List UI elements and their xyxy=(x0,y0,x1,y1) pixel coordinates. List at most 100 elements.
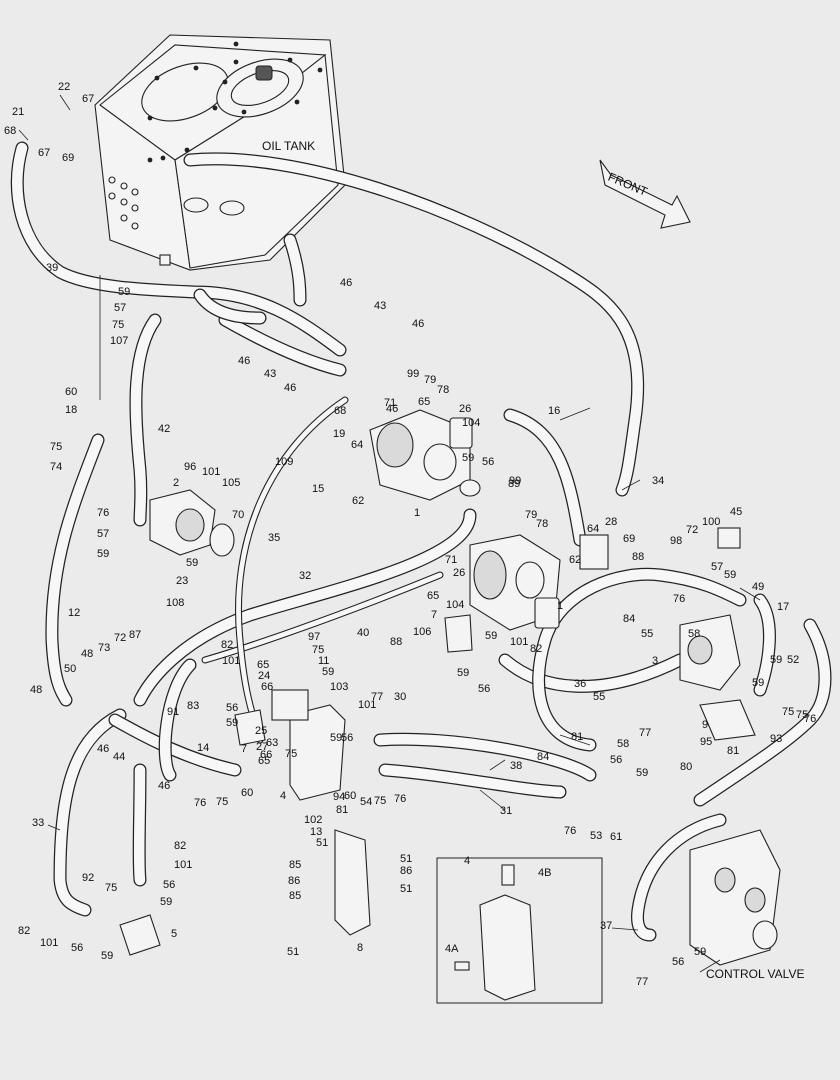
callout-label: 70 xyxy=(232,509,244,521)
block-7 xyxy=(234,709,266,746)
callout-label: 87 xyxy=(129,629,141,641)
callout-label: 69 xyxy=(62,152,74,164)
front-direction-arrow xyxy=(599,159,691,229)
callout-label: 46 xyxy=(340,277,352,289)
callout-label: 46 xyxy=(158,780,170,792)
callout-label: 4B xyxy=(538,867,551,879)
callout-label: 38 xyxy=(510,760,522,772)
callout-label: 108 xyxy=(166,597,184,609)
callout-label: 109 xyxy=(275,456,293,468)
detail-inset-4 xyxy=(436,857,603,1004)
callout-label: 45 xyxy=(730,506,742,518)
callout-label: 2 xyxy=(173,477,179,489)
callout-label: 59 xyxy=(462,452,474,464)
callout-label: 44 xyxy=(113,751,125,763)
callout-label: 57 xyxy=(711,561,723,573)
callout-label: 102 xyxy=(304,814,322,826)
callout-label: 94 xyxy=(333,791,345,803)
callout-label: 72 xyxy=(114,632,126,644)
callout-label: 11 xyxy=(318,655,329,667)
callout-label: 46 xyxy=(284,382,296,394)
callout-label: 68 xyxy=(334,405,346,417)
callout-label: 104 xyxy=(462,417,480,429)
callout-label: 77 xyxy=(636,976,648,988)
callout-label: 51 xyxy=(316,837,328,849)
callout-label: 51 xyxy=(287,946,299,958)
callout-label: 92 xyxy=(82,872,94,884)
valve-block-3 xyxy=(679,614,741,691)
callout-label: 76 xyxy=(194,797,206,809)
main-pump-lower xyxy=(469,534,561,631)
callout-label: 26 xyxy=(459,403,471,415)
callout-label: 57 xyxy=(97,528,109,540)
callout-label: 46 xyxy=(386,403,398,415)
callout-label: 101 xyxy=(202,466,220,478)
callout-label: 59 xyxy=(97,548,109,560)
callout-label: 61 xyxy=(610,831,622,843)
callout-label: 46 xyxy=(97,743,109,755)
callout-label: 75 xyxy=(285,748,297,760)
callout-label: 21 xyxy=(12,106,24,118)
callout-label: 59 xyxy=(226,717,238,729)
callout-label: 31 xyxy=(500,805,512,817)
callout-label: 14 xyxy=(197,742,209,754)
callout-label: 60 xyxy=(344,790,356,802)
block-64 xyxy=(579,534,609,570)
callout-label: 62 xyxy=(569,554,581,566)
callout-label: 52 xyxy=(787,654,799,666)
callout-label: 84 xyxy=(537,751,549,763)
callout-label: 86 xyxy=(288,875,300,887)
callout-label: 53 xyxy=(590,830,602,842)
callout-label: 79 xyxy=(525,509,537,521)
callout-label: 101 xyxy=(358,699,376,711)
callout-label: 43 xyxy=(374,300,386,312)
callout-label: 59 xyxy=(101,950,113,962)
callout-label: 104 xyxy=(446,599,464,611)
callout-label: 91 xyxy=(167,706,179,718)
callout-label: 56 xyxy=(163,879,175,891)
callout-label: 46 xyxy=(412,318,424,330)
callout-label: 59 xyxy=(485,630,497,642)
callout-label: 42 xyxy=(158,423,170,435)
callout-label: 101 xyxy=(174,859,192,871)
callout-label: 105 xyxy=(222,477,240,489)
callout-label: 55 xyxy=(593,691,605,703)
callout-label: 76 xyxy=(564,825,576,837)
callout-label: 67 xyxy=(38,147,50,159)
callout-label: 49 xyxy=(752,581,764,593)
callout-label: 32 xyxy=(299,570,311,582)
callout-label: 81 xyxy=(336,804,348,816)
callout-label: 37 xyxy=(600,920,612,932)
plate-9 xyxy=(699,699,756,741)
callout-label: 15 xyxy=(312,483,324,495)
callout-label: 99 xyxy=(509,475,521,487)
callout-label: 25 xyxy=(255,725,267,737)
callout-label: 26 xyxy=(453,567,465,579)
callout-label: 97 xyxy=(308,631,320,643)
callout-label: 8 xyxy=(357,942,363,954)
callout-label: 1 xyxy=(414,507,420,519)
callout-label: 103 xyxy=(330,681,348,693)
callout-label: 80 xyxy=(680,761,692,773)
callout-label: 56 xyxy=(226,702,238,714)
callout-label: 82 xyxy=(530,643,542,655)
callout-label: 69 xyxy=(623,533,635,545)
callout-label: 76 xyxy=(97,507,109,519)
callout-label: 63 xyxy=(266,737,278,749)
callout-label: 56 xyxy=(482,456,494,468)
callout-label: 56 xyxy=(71,942,83,954)
callout-label: 82 xyxy=(221,639,233,651)
callout-label: 43 xyxy=(264,368,276,380)
callout-label: 82 xyxy=(18,925,30,937)
main-pump-upper xyxy=(369,409,481,501)
callout-label: 75 xyxy=(796,709,808,721)
callout-label: 54 xyxy=(360,796,372,808)
callout-label: 59 xyxy=(160,896,172,908)
callout-label: 73 xyxy=(98,642,110,654)
callout-label: 75 xyxy=(216,796,228,808)
callout-label: 75 xyxy=(50,441,62,453)
callout-label: 75 xyxy=(105,882,117,894)
block-45 xyxy=(717,527,741,549)
callout-label: 77 xyxy=(371,691,383,703)
callout-label: 67 xyxy=(82,93,94,105)
